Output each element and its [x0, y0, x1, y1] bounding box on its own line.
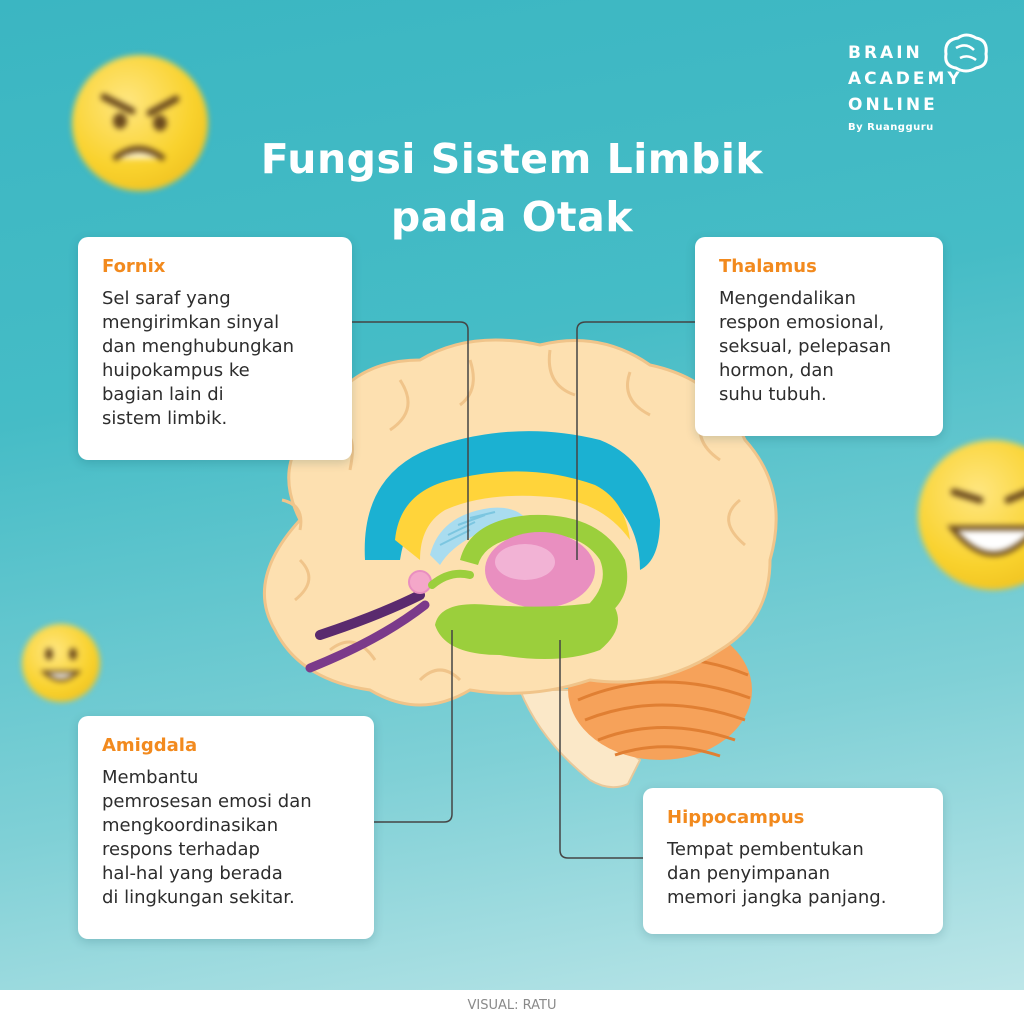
amygdala	[408, 570, 432, 594]
hippocampus	[435, 600, 618, 659]
logo-line-3: ONLINE	[848, 95, 938, 115]
footer-bar	[0, 990, 1024, 1023]
hippocampus-text: Tempat pembentukan dan penyimpanan memor…	[667, 839, 887, 908]
cingulate-gyrus	[364, 431, 660, 570]
olfactory-tract	[315, 590, 425, 640]
septum-lines	[439, 511, 496, 546]
amigdala-card: Amigdala Membantu pemrosesan emosi dan m…	[78, 716, 374, 939]
smile-emoji-icon	[22, 624, 100, 702]
brain-logo-icon	[944, 33, 988, 73]
logo-line-2: ACADEMY	[848, 69, 963, 89]
logo-line-1: BRAIN	[848, 43, 923, 63]
thalamus-leader	[576, 321, 695, 560]
page-title: Fungsi Sistem Limbik pada Otak	[212, 130, 812, 246]
title-line-2: pada Otak	[390, 193, 634, 241]
angry-emoji-icon	[72, 55, 208, 191]
fornix-text: Sel saraf yang mengirimkan sinyal dan me…	[102, 288, 295, 429]
thalamus-heading: Thalamus	[719, 256, 817, 277]
fornix	[460, 514, 628, 620]
title-line-1: Fungsi Sistem Limbik	[260, 135, 764, 183]
brand-logo: BRAIN ACADEMY ONLINE By Ruangguru	[848, 40, 998, 133]
hippocampus-heading: Hippocampus	[667, 807, 805, 828]
fornix-heading: Fornix	[102, 256, 166, 277]
hippocampus-leader	[559, 640, 643, 859]
thalamus-text: Mengendalikan respon emosional, seksual,…	[719, 288, 891, 405]
visual-credit: VISUAL: RATU	[467, 998, 557, 1013]
leader-lines	[352, 321, 695, 859]
corpus-callosum	[395, 471, 630, 560]
laughing-emoji-icon	[918, 440, 1024, 590]
amigdala-heading: Amigdala	[102, 735, 198, 756]
fornix-leader	[352, 321, 469, 540]
logo-sub: By Ruangguru	[848, 122, 934, 133]
thalamus-card: Thalamus Mengendalikan respon emosional,…	[695, 237, 943, 436]
hippocampus-card: Hippocampus Tempat pembentukan dan penyi…	[643, 788, 943, 934]
amigdala-text: Membantu pemrosesan emosi dan mengkoordi…	[102, 767, 312, 908]
amigdala-leader	[374, 630, 453, 823]
fornix-card: Fornix Sel saraf yang mengirimkan sinyal…	[78, 237, 352, 460]
